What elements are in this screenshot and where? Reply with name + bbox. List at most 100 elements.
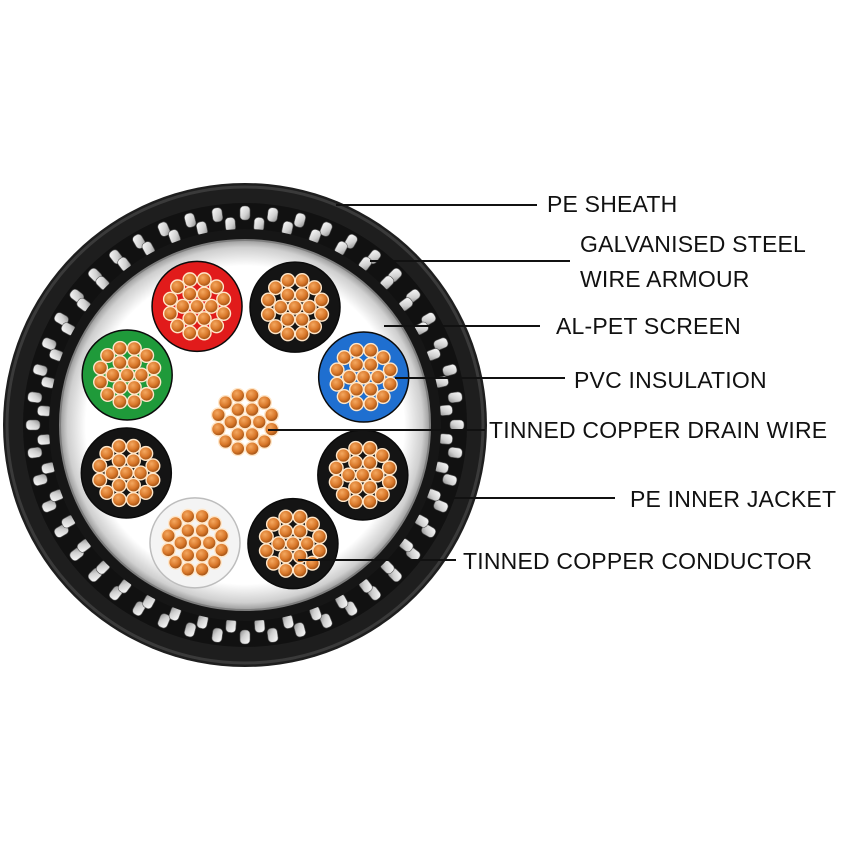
copper-strand [306,280,323,296]
copper-strand [170,318,186,334]
copper-strand [335,486,351,503]
copper-strand [139,347,155,364]
copper-strand [119,367,135,383]
armour-wire [184,212,197,228]
core-green [81,329,173,421]
copper-strand [170,279,186,295]
copper-strand [312,529,328,545]
copper-strand [160,542,176,558]
copper-strand [216,305,232,321]
copper-strand [349,396,365,412]
copper-strand [349,381,365,397]
copper-strand [167,554,184,570]
copper-strand [230,387,246,403]
armour-wire [293,622,306,638]
copper-strand [294,287,310,303]
copper-strand [187,535,203,551]
copper-strand [125,453,141,469]
copper-strand [160,528,176,544]
copper-strand [105,367,121,383]
armour-wire [433,337,449,351]
copper-strand [206,554,223,570]
tinned-copper-conductor [328,440,397,510]
tinned-copper-conductor [258,509,328,578]
armour-wire [184,622,197,638]
tinned-copper-conductor [92,438,161,508]
copper-strand [223,414,239,430]
tinned-copper-conductor [260,273,330,342]
copper-strand [237,414,253,430]
copper-strand [362,455,378,471]
armour-wire [442,364,458,377]
copper-strand [111,492,127,508]
armour-wire [32,473,48,486]
armour-wire [266,627,279,643]
core-red [151,260,243,353]
label-conductor: TINNED COPPER CONDUCTOR [463,548,813,574]
copper-strand [304,555,320,571]
copper-strand [182,325,198,341]
copper-strand [369,467,385,483]
label-drain-wire: TINNED COPPER DRAIN WIRE [489,417,828,443]
armour-wire [433,499,449,513]
copper-strand [375,388,391,405]
label-al-pet-screen: AL-PET SCREEN [556,313,741,339]
copper-strand [341,467,357,483]
copper-strand [162,305,178,321]
copper-strand [258,543,274,559]
core-black-left [80,427,173,519]
pe-sheath-highlight [5,185,485,665]
copper-strand [208,318,225,334]
copper-strand [138,445,154,462]
copper-strand [244,441,260,457]
copper-strand [111,453,127,469]
copper-strand [167,515,184,531]
copper-strand [294,273,310,289]
copper-strand [278,548,294,564]
armour-wire [41,499,57,513]
copper-strand [301,299,317,315]
copper-strand [278,562,294,578]
copper-strand [328,474,344,490]
armour-wire [447,391,463,404]
copper-strand [280,273,296,289]
copper-strand [210,407,226,423]
copper-strand [336,350,352,366]
copper-strand [111,438,127,454]
copper-strand [280,326,296,342]
copper-strand [112,355,128,371]
armour-wire [157,613,171,629]
copper-strand [292,523,308,539]
copper-strand [292,562,308,578]
copper-strand [329,362,345,378]
copper-strand [182,286,198,302]
copper-strand [349,357,365,373]
copper-strand [118,465,134,481]
copper-strand [349,342,365,358]
copper-strand [217,433,234,450]
copper-strand [92,472,108,488]
copper-strand [201,535,217,551]
copper-strand [175,298,191,314]
armour-wire [447,446,463,459]
copper-strand [208,279,225,295]
copper-strand [363,381,379,397]
copper-strand [264,407,280,423]
armour-wire [449,419,465,431]
copper-strand [363,396,379,412]
copper-strand [182,272,198,288]
copper-strand [126,355,142,371]
copper-strand [126,379,142,395]
core-black-bottom [247,497,339,590]
drain-wire-strands [210,387,280,457]
copper-strand [112,379,128,395]
copper-strand [196,325,212,341]
copper-strand [356,369,372,385]
copper-strand [180,522,196,539]
copper-strand [189,298,205,314]
copper-strand [139,386,155,403]
copper-strand [216,291,232,307]
copper-strand [278,523,294,539]
copper-strand [99,445,115,462]
